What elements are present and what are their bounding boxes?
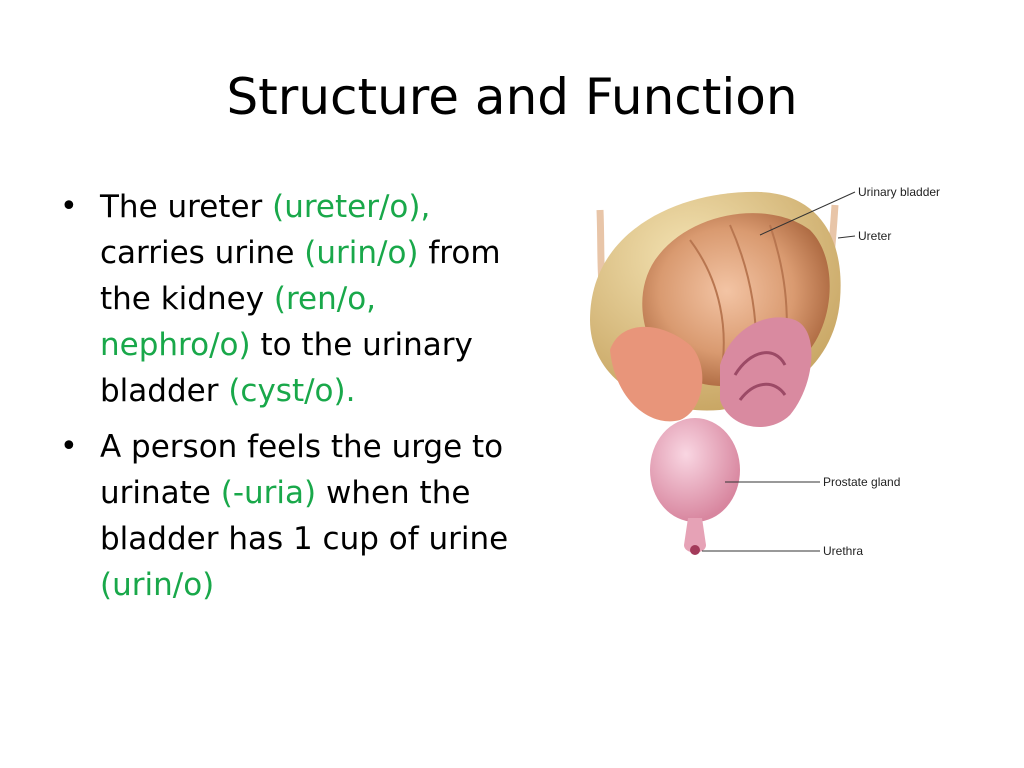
bullet-ureter: • The ureter (ureter/o), carries urine (… bbox=[56, 184, 526, 414]
left-vesicle-shape bbox=[610, 326, 703, 422]
bullet-text: A person feels the urge to urinate bbox=[100, 429, 504, 511]
term-bladder: (cyst/o). bbox=[228, 373, 356, 409]
term-urine: (urin/o) bbox=[304, 235, 419, 271]
bullet-dot: • bbox=[60, 189, 78, 224]
bullet-text: from the kidney bbox=[100, 235, 501, 317]
bullet-dot: • bbox=[60, 429, 78, 464]
term-kidney: (ren/o, nephro/o) bbox=[100, 281, 377, 363]
label-urinary-bladder: Urinary bladder bbox=[858, 185, 940, 199]
term-uria: (-uria) bbox=[220, 475, 317, 511]
bullet-text: carries urine bbox=[100, 235, 305, 271]
bullet-list: • The ureter (ureter/o), carries urine (… bbox=[56, 184, 526, 618]
bullet-text: when the bladder has 1 cup of urine bbox=[100, 475, 509, 557]
bladder-anatomy-illustration: Urinary bladder Ureter Prostate gland Ur… bbox=[590, 185, 940, 558]
bullet-text: to the urinary bladder bbox=[100, 327, 473, 409]
prostate-shape bbox=[650, 418, 740, 522]
slide-title: Structure and Function bbox=[226, 68, 798, 126]
bullet-urge: • A person feels the urge to urinate (-u… bbox=[56, 424, 526, 608]
label-urethra: Urethra bbox=[823, 544, 863, 558]
bullet-text: The ureter bbox=[100, 189, 273, 225]
right-vesicle-shape bbox=[720, 317, 812, 427]
term-urine: (urin/o) bbox=[100, 567, 215, 603]
term-ureter: (ureter/o), bbox=[272, 189, 431, 225]
label-ureter: Ureter bbox=[858, 229, 891, 243]
label-prostate-gland: Prostate gland bbox=[823, 475, 900, 489]
urethra-shape bbox=[684, 518, 706, 553]
